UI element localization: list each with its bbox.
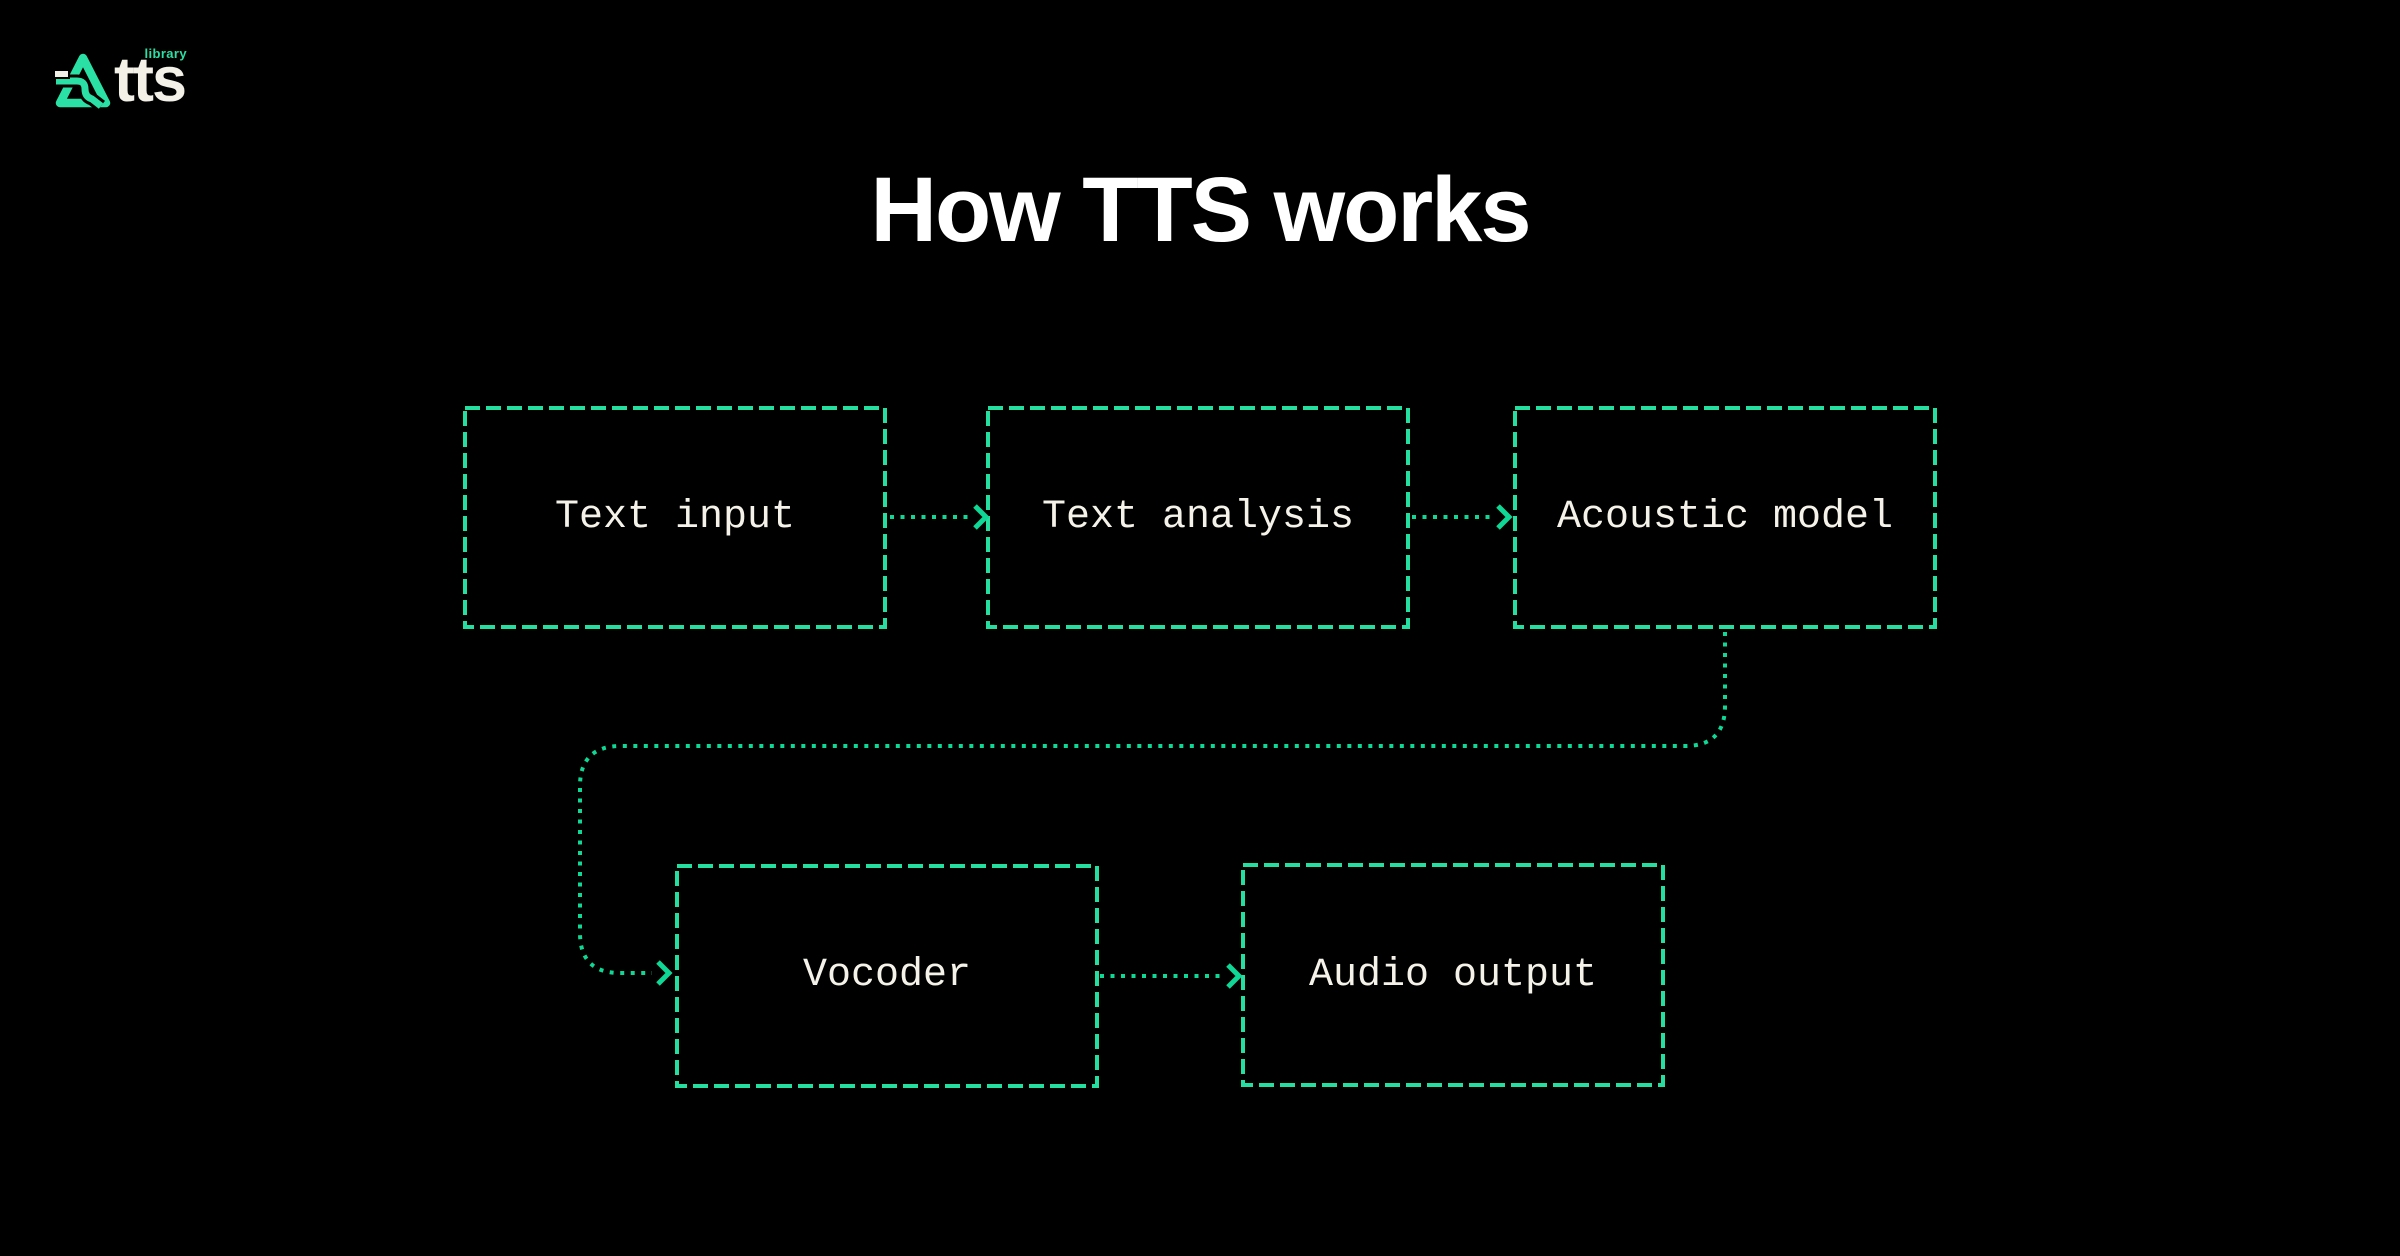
logo-band [56, 77, 104, 109]
node-label-acoustic-model: Acoustic model [1556, 495, 1894, 540]
arrowhead-icon [1496, 504, 1513, 530]
connector-acoustic-model-to-vocoder [578, 632, 1727, 986]
brand-logo: tts library [55, 45, 187, 115]
arrow-text-input-to-text-analysis [890, 504, 990, 530]
node-label-text-analysis: Text analysis [1041, 495, 1355, 540]
brand-wordmark: tts library [114, 45, 187, 115]
arrow-vocoder-to-audio-output [1100, 963, 1243, 989]
arrowhead-icon [656, 960, 673, 986]
box-border-audio-output [1241, 863, 1665, 1087]
page-title: How TTS works [870, 159, 1532, 261]
brand-name: tts [114, 45, 187, 115]
node-label-text-input: Text input [554, 495, 796, 540]
node-label-vocoder: Vocoder [802, 953, 972, 998]
brand-sub-label: library [144, 46, 187, 61]
box-border-text-input [463, 406, 887, 629]
node-label-audio-output: Audio output [1308, 953, 1598, 998]
arrowhead-icon [1226, 963, 1243, 989]
box-border-acoustic-model [1513, 406, 1937, 629]
box-border-vocoder [675, 864, 1099, 1088]
connector-line [578, 632, 1727, 975]
tts-logo-icon [55, 53, 111, 110]
arrowhead-icon [973, 504, 990, 530]
arrow-text-analysis-to-acoustic-model [1412, 504, 1513, 530]
